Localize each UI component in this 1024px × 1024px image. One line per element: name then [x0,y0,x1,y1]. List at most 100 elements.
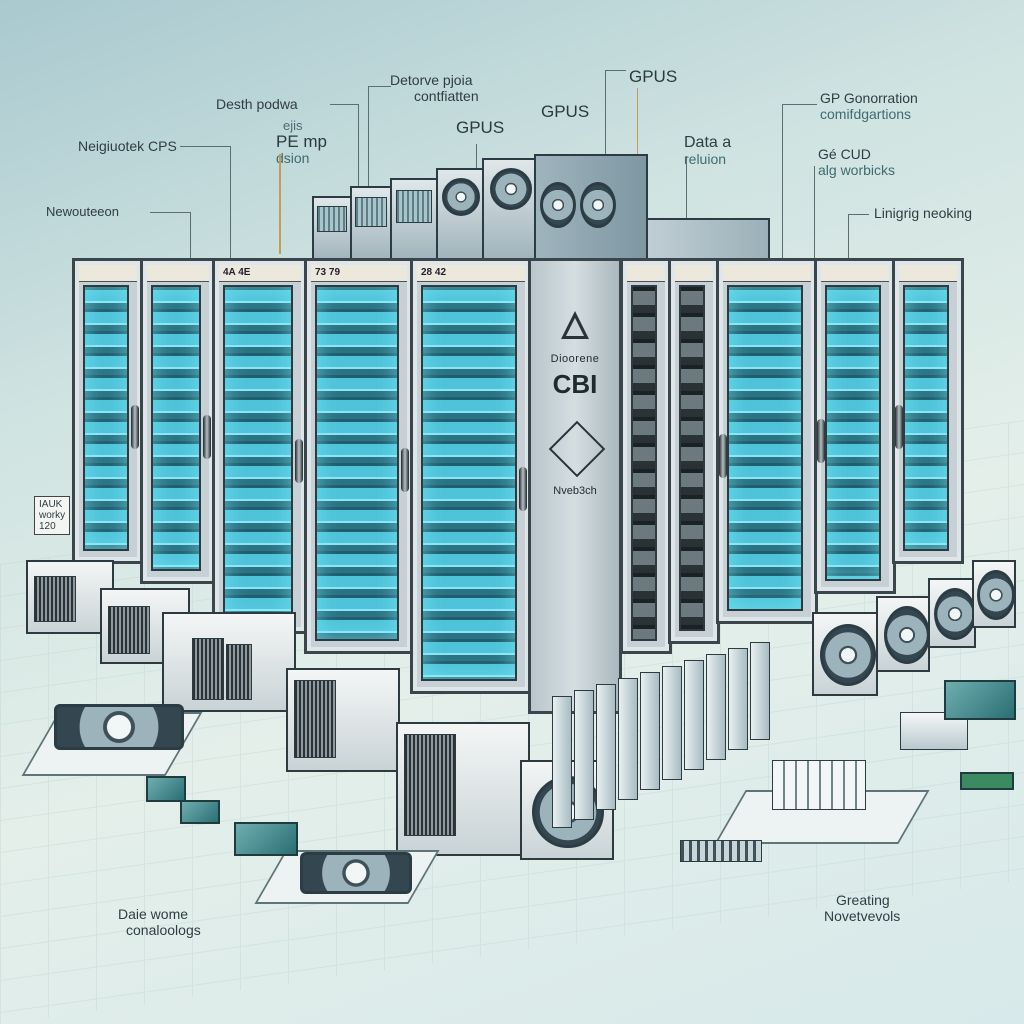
gpu-unit [390,178,438,264]
base-server-unit [162,612,296,712]
geometric-logo-icon [548,420,606,478]
label-gp-generation: GP Gonorration comifdgartions [820,90,918,122]
memory-module-icon [146,776,186,802]
server-rack[interactable]: 28 42 [410,258,532,694]
gpu-card-array [552,640,802,840]
leader-line [814,166,815,260]
leader-line [686,156,687,220]
leader-line [279,154,281,254]
leader-line [330,104,359,195]
fan-icon [580,182,616,228]
leader-line [476,144,477,178]
memory-module-icon [944,680,1016,720]
label-ge-cud-line2: alg worbicks [818,162,896,178]
label-bottom-left-line1: Daie wome [118,906,189,922]
triangle-logo-icon [561,311,589,339]
label-data-line1: Data a [684,134,732,151]
label-gp-generation-line2: comifdgartions [820,106,912,122]
server-rack[interactable] [814,258,896,594]
memory-module-icon [180,800,220,824]
rack-handle-icon[interactable] [519,467,527,512]
rack-handle-icon[interactable] [131,405,139,449]
server-rack-row: 4A 4E 73 79 28 42 Dioorene CBI Nveb3ch [72,258,964,714]
fan-icon [442,178,480,216]
fan-icon [977,570,1015,620]
label-gpus-1: GPUS [456,118,505,137]
server-rack[interactable] [140,258,216,584]
label-ejis: ejis [283,118,303,133]
label-pe-mp-line1: PE mp [276,132,328,151]
leader-line [180,146,231,259]
label-desth-podwa: Desth podwa [216,96,298,112]
label-bottom-right-line1: Greating [836,892,890,908]
server-rack[interactable]: 73 79 [304,258,414,654]
leader-line [782,104,817,261]
base-fan-unit [812,612,878,696]
cooling-fan-icon [300,852,412,894]
leader-line [605,70,626,161]
label-detorve-line1: Detorve pjoia [390,72,473,88]
label-neighbor-cps: Neigiuotek CPS [78,138,177,154]
label-bottom-left: Daie wome conaloologs [118,906,201,938]
leader-line [150,212,191,259]
label-data-reluion: Data a reluion [684,134,732,168]
base-fan-unit [972,560,1016,628]
brand-panel: Dioorene CBI Nveb3ch [528,258,622,714]
base-server-unit [396,722,530,856]
fan-icon [490,168,532,210]
cooling-fan-icon [54,704,184,750]
label-data-line2: reluion [684,151,727,167]
gpu-unit [482,158,536,264]
brand-bottom-text: Nveb3ch [553,485,597,497]
brand-main-text: CBI [552,369,598,399]
gpu-unit [312,196,352,264]
server-rack[interactable] [620,258,672,654]
leader-line [368,86,391,189]
leader-line [637,88,638,162]
gpu-unit [534,154,648,264]
server-rack[interactable] [668,258,720,644]
label-bottom-left-line2: conaloologs [126,922,201,938]
rack-handle-icon[interactable] [719,433,727,478]
label-pe-mp-line2: dsion [276,150,310,166]
left-sign-line2: worky [39,510,66,521]
base-server-unit [26,560,114,634]
left-sign-line1: IAUK [39,499,63,510]
server-rack[interactable] [72,258,144,564]
base-fan-unit [876,596,930,672]
heatsink-icon [772,760,866,810]
memory-module-icon [234,822,298,856]
base-fan-unit [928,578,976,648]
left-sign: IAUK worky 120 [34,496,71,535]
gpu-unit [436,168,484,264]
server-rack[interactable]: 4A 4E [212,258,308,634]
label-detorve-line2: contfiatten [414,88,479,104]
gpu-unit [350,186,392,264]
rack-handle-icon[interactable] [401,448,409,493]
label-ge-cud: Gé CUD alg worbicks [818,146,895,178]
left-sign-line3: 120 [39,521,56,532]
base-server-unit [286,668,400,772]
rack-handle-icon[interactable] [295,438,303,483]
rack-handle-icon[interactable] [817,419,825,464]
fan-icon [820,624,876,686]
brand-top-text: Dioorene [550,353,600,365]
label-ge-cud-line1: Gé CUD [818,146,871,162]
ram-stick-icon [680,840,762,862]
label-gpus-2: GPUS [541,102,590,121]
rack-handle-icon[interactable] [203,414,211,459]
label-newouteeon: Newouteeon [46,204,119,219]
fan-icon [884,606,930,664]
server-rack[interactable] [892,258,964,564]
label-detorve-pjoia: Detorve pjoia contfiatten [390,72,479,104]
fan-icon [934,588,976,640]
label-bottom-right-line2: Novetvevols [824,908,901,924]
label-linking: Linigrig neoking [874,205,973,221]
label-gpus-3: GPUS [629,67,678,86]
server-rack[interactable] [716,258,818,624]
rack-handle-icon[interactable] [895,405,903,449]
label-gp-generation-line1: GP Gonorration [820,90,918,106]
label-pe-mp: PE mp dsion [276,132,328,166]
fan-icon [540,182,576,228]
ram-stick-icon [960,772,1014,790]
